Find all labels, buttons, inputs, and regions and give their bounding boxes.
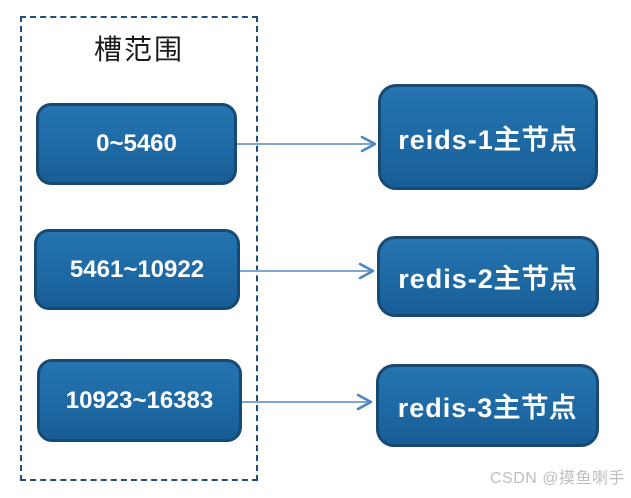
- arrow-slot3-to-node3: [242, 393, 373, 411]
- slot-range-node-2-label: 5461~10922: [69, 255, 205, 283]
- slot-range-node-2: 5461~10922: [34, 229, 240, 310]
- redis-master-node-2-label: redis-2主节点: [398, 264, 578, 294]
- redis-master-node-1-label: reids-1主节点: [398, 124, 578, 155]
- slot-range-group-box: 槽范围: [20, 16, 258, 481]
- arrow-slot2-to-node2: [240, 262, 375, 280]
- slot-range-title: 槽范围: [93, 33, 184, 66]
- slot-range-node-1-label: 0~5460: [96, 130, 177, 157]
- redis-master-node-3-label: redis-3主节点: [397, 393, 578, 423]
- slot-range-node-3-label: 10923~16383: [65, 386, 214, 414]
- redis-master-node-1: reids-1主节点: [378, 84, 598, 190]
- slot-range-node-1: 0~5460: [36, 103, 237, 185]
- redis-master-node-3: redis-3主节点: [376, 364, 599, 447]
- csdn-watermark: CSDN @摸鱼喇手: [489, 470, 625, 487]
- redis-master-node-2: redis-2主节点: [377, 236, 599, 317]
- slot-range-node-3: 10923~16383: [37, 359, 242, 442]
